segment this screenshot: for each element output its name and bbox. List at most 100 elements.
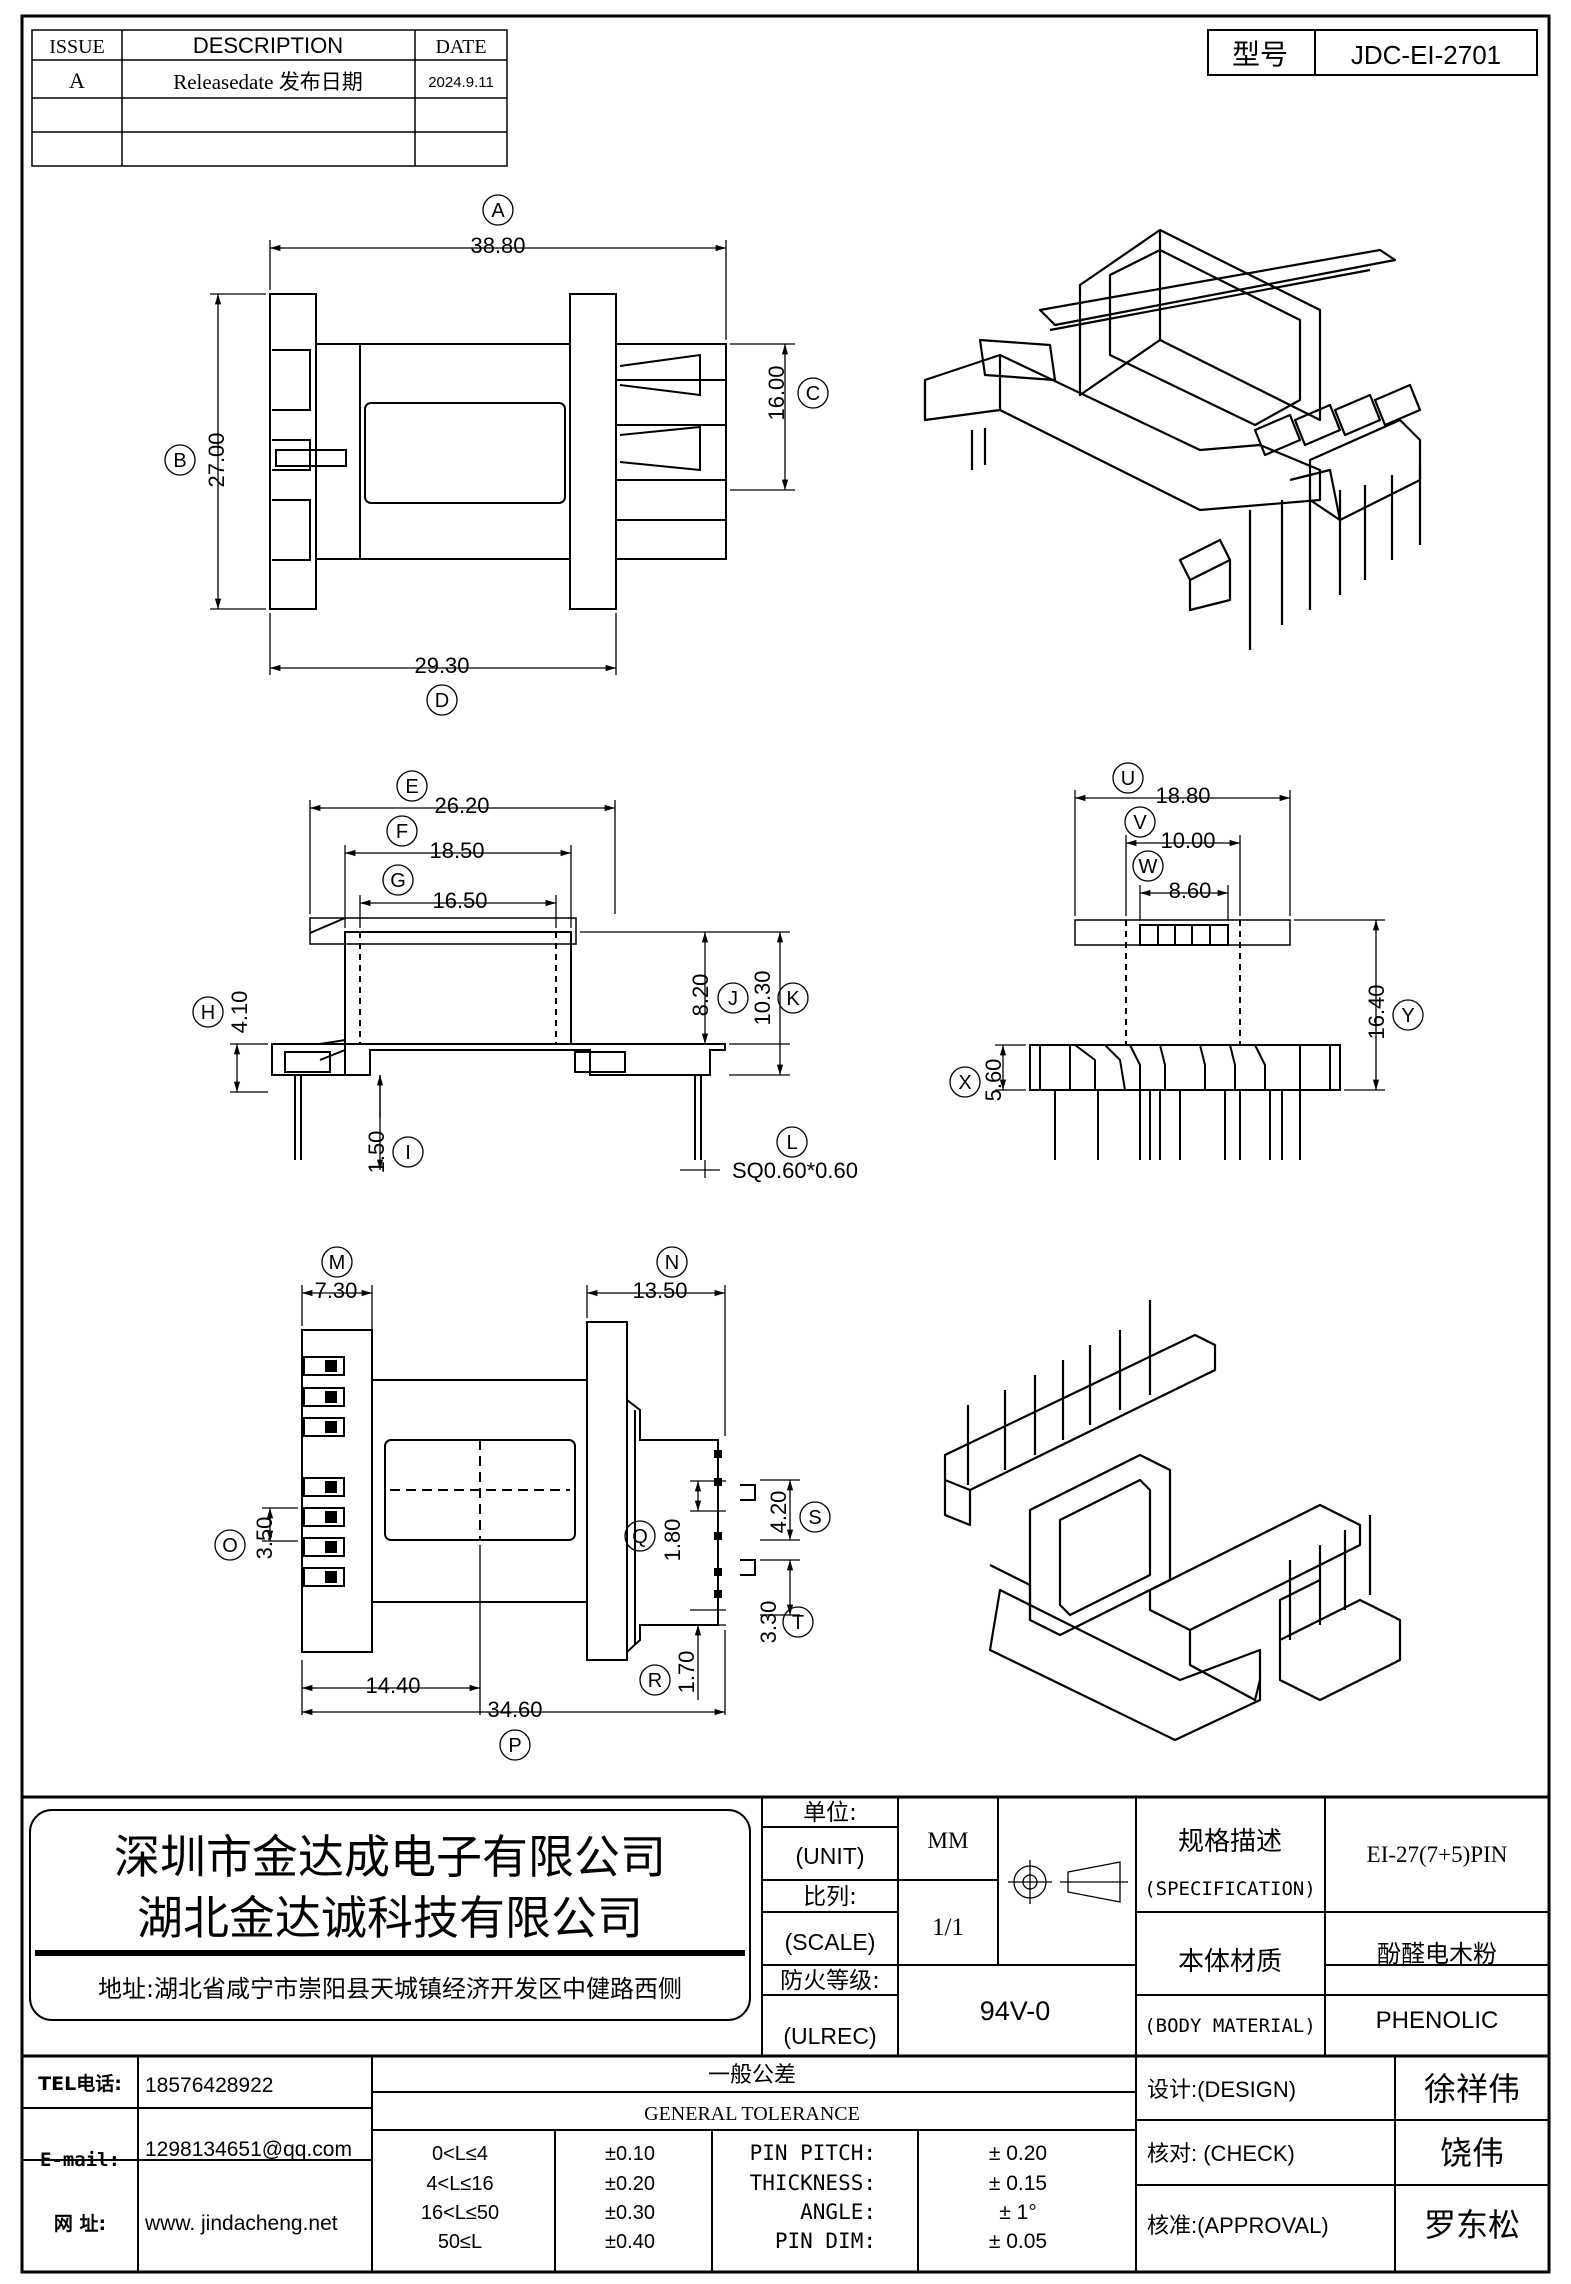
balloon-h-letter: H bbox=[201, 1002, 215, 1024]
misc-tolerance-value-1: ± 0.20 bbox=[989, 2142, 1047, 2165]
unit-label-cn: 单位: bbox=[803, 1800, 857, 1826]
balloon-f bbox=[386, 815, 418, 847]
dim-n-value: 13.50 bbox=[632, 1278, 687, 1303]
tel-label: TEL电话: bbox=[38, 2072, 122, 2095]
material-value-en: PHENOLIC bbox=[1376, 2007, 1499, 2034]
balloon-i-letter: I bbox=[405, 1142, 411, 1164]
top-view bbox=[269, 293, 727, 610]
dim-y-value: 16.40 bbox=[1364, 984, 1389, 1039]
balloon-t-letter: T bbox=[792, 1612, 804, 1634]
unit-value: MM bbox=[928, 1828, 969, 1853]
balloon-t bbox=[782, 1606, 814, 1638]
balloon-p bbox=[499, 1729, 531, 1761]
dim-f-value: 18.50 bbox=[429, 838, 484, 863]
bottom-view-dimensions bbox=[262, 1285, 800, 1716]
top-view-dimensions bbox=[210, 240, 795, 675]
design-value: 徐祥伟 bbox=[1424, 2070, 1520, 2108]
balloon-y bbox=[1392, 999, 1424, 1031]
misc-tolerance-value-2: ± 0.15 bbox=[989, 2172, 1047, 2195]
tolerance-value-1: ±0.10 bbox=[605, 2143, 655, 2165]
isometric-view-top bbox=[923, 228, 1422, 650]
balloon-o-letter: O bbox=[222, 1535, 238, 1557]
fire-label-cn: 防火等级: bbox=[780, 1968, 880, 1994]
tolerance-range-3: 16<L≤50 bbox=[421, 2202, 499, 2224]
misc-tolerance-name-3: ANGLE: bbox=[800, 2200, 876, 2224]
revision-table bbox=[31, 29, 508, 167]
revision-issue: A bbox=[69, 68, 85, 93]
material-value-cn: 酚醛电木粉 bbox=[1377, 1940, 1497, 1968]
dim-a-value: 38.80 bbox=[470, 233, 525, 258]
bottom-view bbox=[301, 1321, 756, 1661]
dim-j-value: 8.20 bbox=[688, 974, 713, 1017]
dim-o-value: 3.50 bbox=[252, 1517, 277, 1560]
balloon-n bbox=[656, 1246, 688, 1278]
material-label-en: (BODY MATERIAL) bbox=[1144, 2015, 1316, 2037]
balloon-a bbox=[482, 194, 514, 226]
tolerance-range-1: 0<L≤4 bbox=[432, 2143, 488, 2165]
balloon-b-letter: B bbox=[173, 450, 186, 472]
tolerance-value-3: ±0.30 bbox=[605, 2202, 655, 2224]
dim-b-value: 27.00 bbox=[204, 432, 229, 487]
balloon-c bbox=[797, 377, 829, 409]
sheet-border bbox=[20, 14, 1551, 2274]
email-value: 1298134651@qq.com bbox=[145, 2138, 352, 2161]
check-value: 饶伟 bbox=[1440, 2134, 1504, 2172]
isometric-view-bottom bbox=[943, 1300, 1402, 1742]
dim-e-value: 26.20 bbox=[434, 793, 489, 818]
side-view bbox=[1029, 919, 1341, 1160]
balloon-n-letter: N bbox=[665, 1252, 679, 1274]
dim-h-value: 4.10 bbox=[227, 991, 252, 1034]
misc-tolerance-value-4: ± 0.05 bbox=[989, 2230, 1047, 2253]
balloon-g-letter: G bbox=[390, 870, 406, 892]
misc-tolerance-name-4: PIN DIM: bbox=[775, 2229, 876, 2253]
tolerance-range-2: 4<L≤16 bbox=[426, 2173, 493, 2195]
dim-p-value: 34.60 bbox=[487, 1697, 542, 1722]
spec-label-cn: 规格描述 bbox=[1178, 1827, 1282, 1857]
email-label: E-mail: bbox=[40, 2149, 120, 2171]
design-label: 设计:(DESIGN) bbox=[1147, 2077, 1296, 2102]
dim-x-value: 5.60 bbox=[981, 1059, 1006, 1102]
balloon-o bbox=[214, 1529, 246, 1561]
approval-value: 罗东松 bbox=[1424, 2206, 1520, 2244]
balloon-d bbox=[426, 684, 458, 716]
dim-d-value: 29.30 bbox=[414, 653, 469, 678]
balloon-l bbox=[776, 1126, 808, 1158]
balloon-s bbox=[799, 1501, 831, 1533]
balloon-e-letter: E bbox=[405, 776, 418, 798]
balloon-c-letter: C bbox=[806, 383, 820, 405]
scale-label-en: (SCALE) bbox=[785, 1929, 876, 1955]
balloon-s-letter: S bbox=[808, 1507, 821, 1529]
dim-t-value: 3.30 bbox=[756, 1601, 781, 1644]
fire-label-en: (ULREC) bbox=[783, 2023, 876, 2049]
balloon-g bbox=[382, 864, 414, 896]
dim-s-value: 4.20 bbox=[766, 1491, 791, 1534]
title-block-frame bbox=[22, 1795, 1549, 2272]
scale-label-cn: 比列: bbox=[803, 1884, 857, 1910]
dim-c-value: 16.00 bbox=[764, 365, 789, 420]
unit-label-en: (UNIT) bbox=[796, 1843, 865, 1869]
scale-value: 1/1 bbox=[932, 1914, 964, 1941]
balloon-d-letter: D bbox=[435, 690, 449, 712]
balloon-j bbox=[717, 982, 749, 1014]
balloon-v bbox=[1124, 806, 1156, 838]
balloon-v-letter: V bbox=[1133, 812, 1147, 834]
web-label: 网 址: bbox=[54, 2213, 106, 2235]
balloon-q bbox=[624, 1520, 656, 1552]
tolerance-range-4: 50≤L bbox=[438, 2231, 482, 2253]
revision-header-issue: ISSUE bbox=[49, 36, 105, 58]
dim-l-value: SQ0.60*0.60 bbox=[732, 1158, 858, 1183]
balloon-m bbox=[321, 1246, 353, 1278]
balloon-k-letter: K bbox=[786, 988, 800, 1010]
dim-q-value: 1.80 bbox=[660, 1519, 685, 1562]
check-label: 核对: (CHECK) bbox=[1147, 2141, 1295, 2166]
balloon-y-letter: Y bbox=[1401, 1005, 1414, 1027]
revision-header-description: DESCRIPTION bbox=[193, 33, 343, 58]
balloon-e bbox=[396, 770, 428, 802]
model-label: 型号 bbox=[1232, 38, 1288, 71]
misc-tolerance-value-3: ± 1° bbox=[999, 2201, 1036, 2224]
balloon-u bbox=[1112, 762, 1144, 794]
balloon-x bbox=[949, 1066, 981, 1098]
balloon-x-letter: X bbox=[958, 1072, 971, 1094]
fire-value: 94V-0 bbox=[980, 1996, 1051, 2026]
